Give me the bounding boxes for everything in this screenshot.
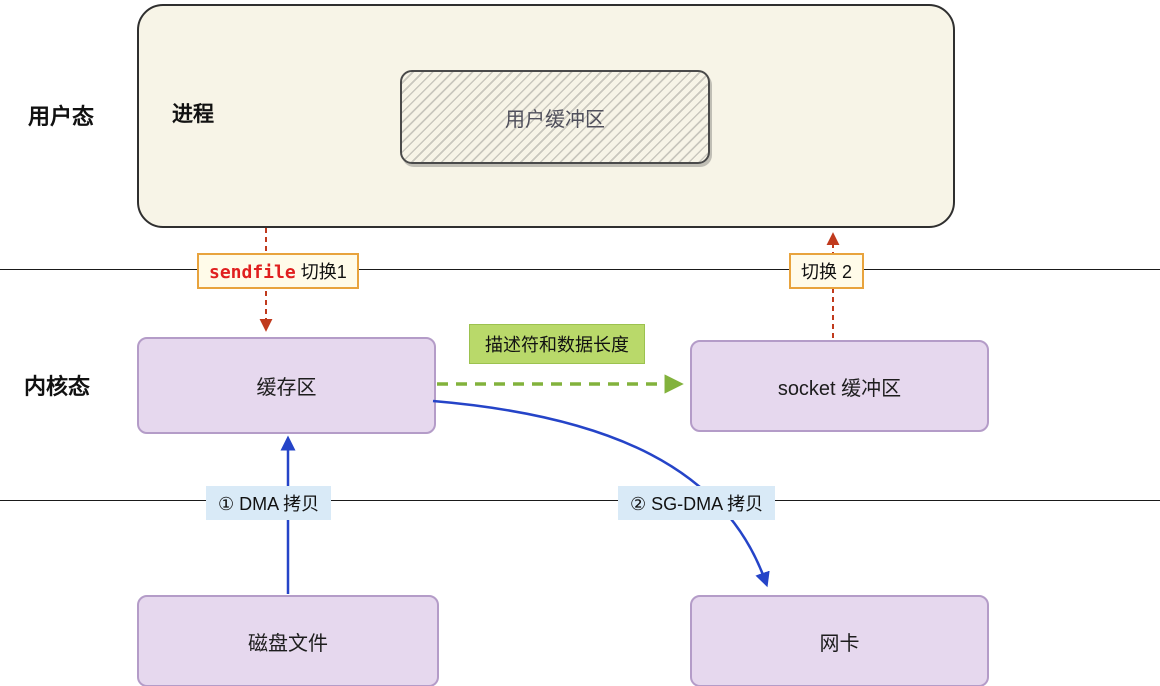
kernel-mode-label: 内核态 (24, 374, 91, 399)
dma-copy-badge: ① DMA 拷贝 (206, 486, 332, 520)
nic-box: 网卡 (690, 595, 989, 686)
process-label: 进程 (172, 103, 214, 126)
disk-file-label: 磁盘文件 (248, 632, 328, 655)
user-buffer-box: 用户缓冲区 (400, 70, 710, 164)
user-mode-label: 用户态 (28, 104, 95, 129)
sgdma-copy-label: ② SG-DMA 拷贝 (630, 494, 764, 514)
sgdma-copy-badge: ② SG-DMA 拷贝 (618, 486, 776, 520)
socket-buffer-box: socket 缓冲区 (690, 340, 989, 432)
disk-file-box: 磁盘文件 (137, 595, 439, 686)
kernel-buffer-label: 缓存区 (256, 377, 317, 399)
socket-buffer-label: socket 缓冲区 (777, 377, 902, 400)
switch2-badge: 切换 2 (789, 253, 865, 289)
kernel-hardware-separator-line (0, 500, 1160, 501)
nic-label: 网卡 (819, 632, 860, 655)
user-kernel-separator-line (0, 269, 1160, 270)
descriptor-label: 描述符和数据长度 (485, 335, 629, 355)
sendfile-keyword: sendfile (209, 262, 296, 283)
dma-copy-label: ① DMA 拷贝 (218, 494, 320, 514)
sendfile-switch1-badge: sendfile 切换1 (197, 253, 359, 289)
switch2-label: 切换 2 (801, 262, 853, 282)
kernel-buffer-box: 缓存区 (137, 337, 436, 434)
descriptor-badge: 描述符和数据长度 (469, 324, 645, 364)
process-box: 进程 用户缓冲区 (137, 4, 955, 228)
switch1-label: 切换1 (295, 262, 347, 282)
user-buffer-label: 用户缓冲区 (505, 108, 605, 131)
